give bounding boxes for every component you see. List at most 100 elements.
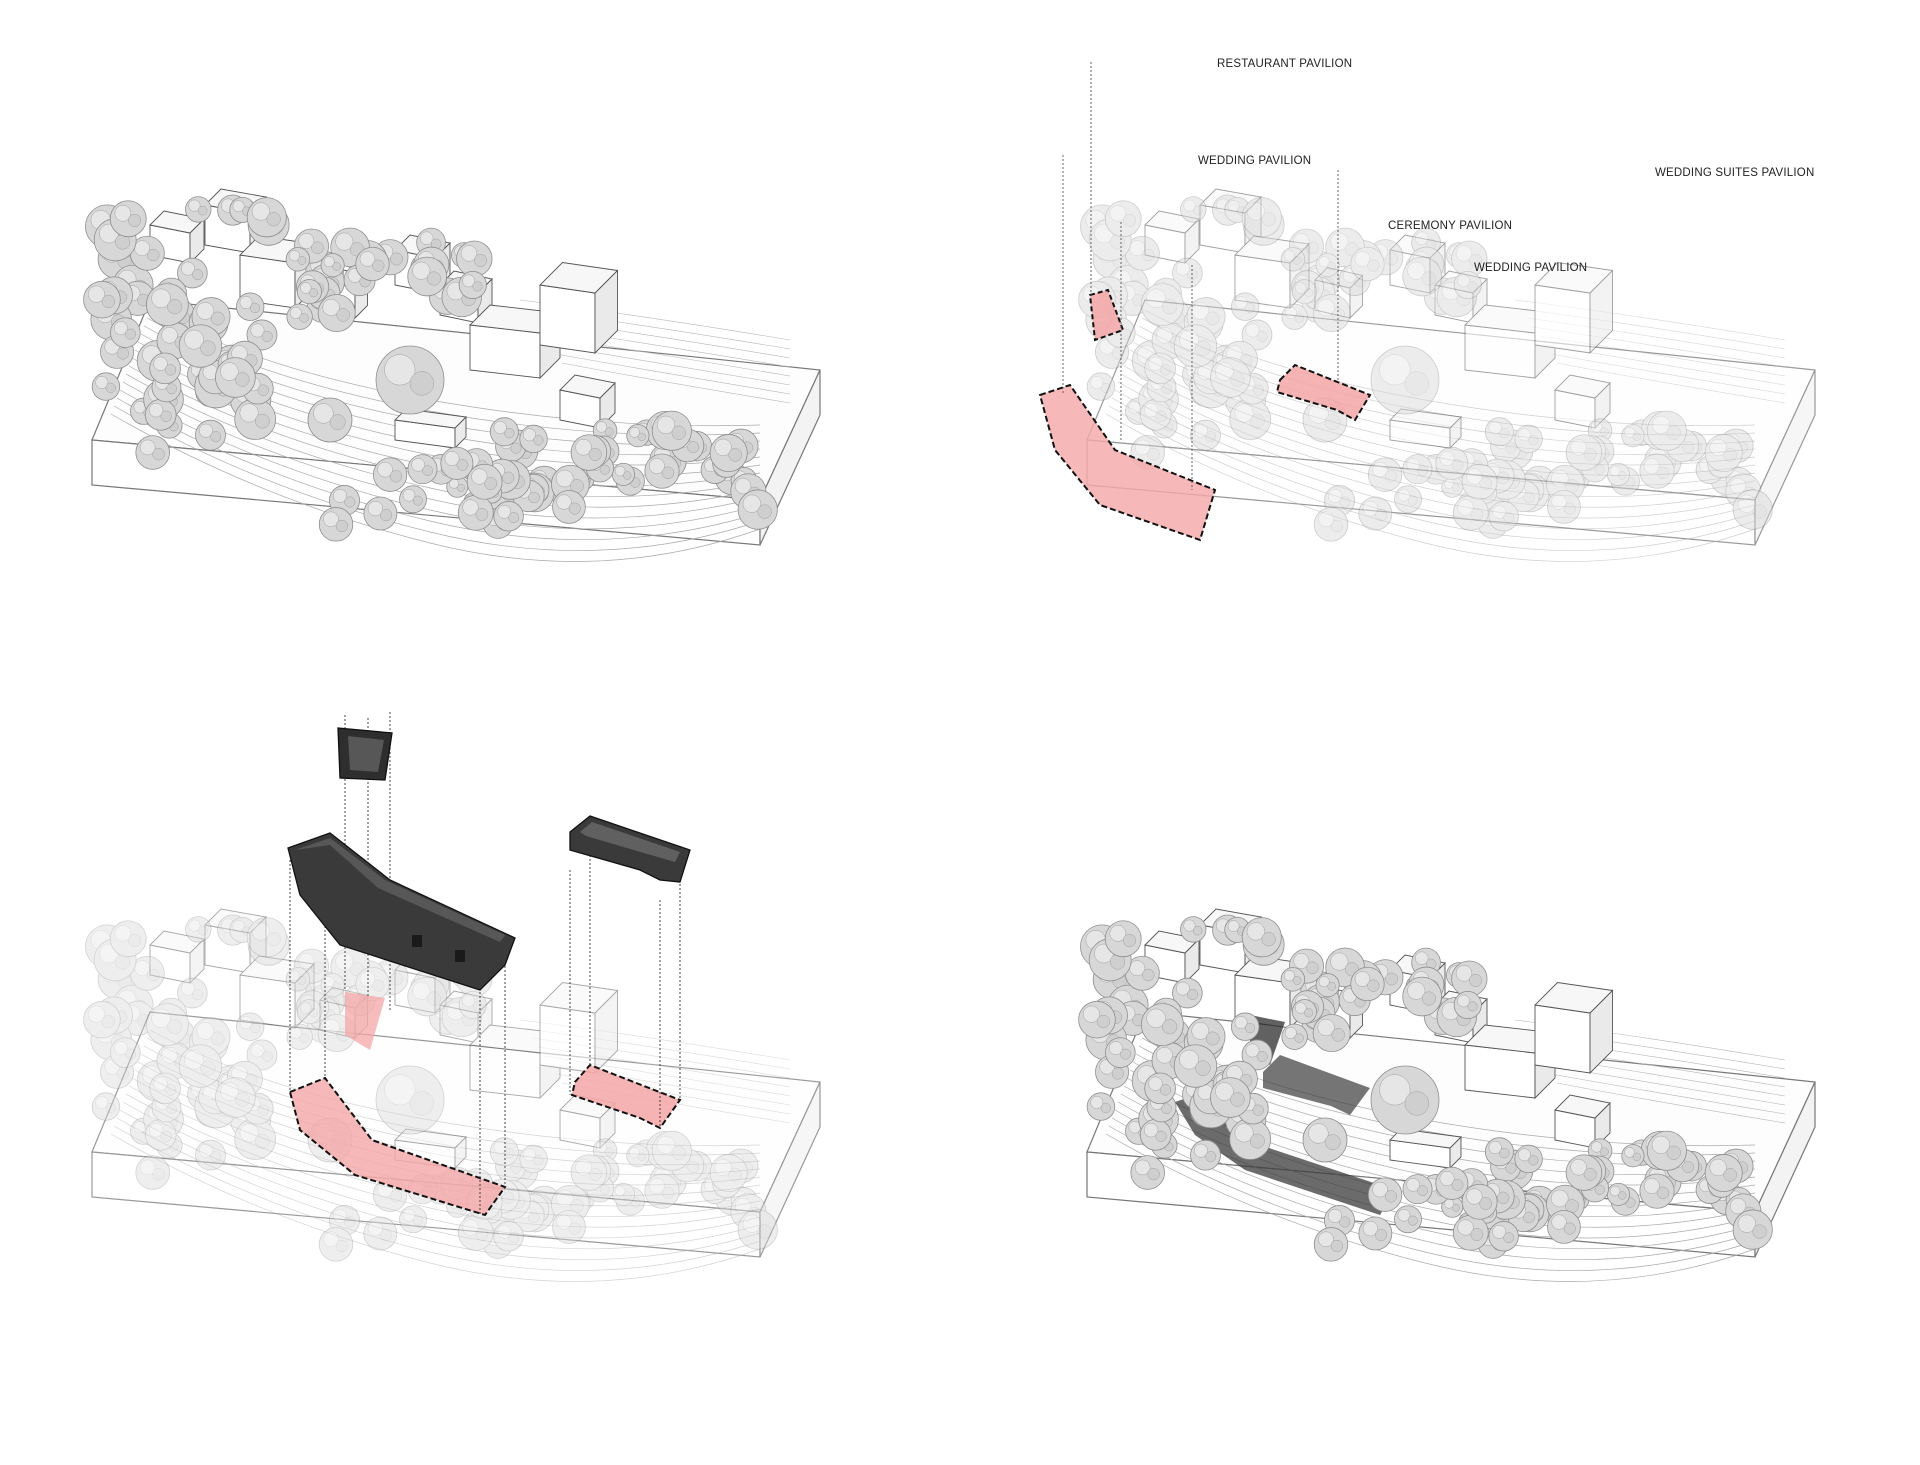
tree-icon	[1107, 264, 1149, 306]
tree-icon	[355, 246, 390, 282]
tree-icon	[129, 955, 165, 991]
tree-icon	[512, 1199, 545, 1233]
tree-icon	[626, 424, 650, 448]
tree-icon	[1302, 1117, 1348, 1163]
tree-icon	[306, 996, 341, 1031]
tree-icon	[709, 1154, 748, 1193]
tree-icon	[1358, 1216, 1393, 1251]
tree-icon	[1124, 235, 1160, 271]
tree-icon	[1153, 297, 1191, 334]
tree-icon	[355, 966, 390, 1002]
tree-icon	[330, 947, 370, 988]
tree-icon	[1451, 240, 1488, 277]
tree-icon	[1150, 277, 1182, 309]
tree-icon	[681, 1151, 712, 1182]
tree-icon	[463, 1211, 485, 1234]
tree-icon	[306, 1010, 339, 1043]
tree-icon	[579, 1169, 610, 1200]
tree-icon	[1300, 251, 1339, 290]
tree-icon	[1315, 253, 1340, 278]
tree-icon	[1140, 283, 1184, 327]
tree-icon	[1484, 417, 1514, 447]
tree-icon	[645, 1130, 685, 1171]
tree-icon	[712, 1169, 741, 1198]
tree-icon	[1139, 398, 1172, 431]
tree-icon	[1206, 344, 1249, 387]
buildings	[1144, 188, 1614, 450]
tree-icon	[1104, 920, 1142, 958]
buildings	[149, 908, 619, 1170]
tree-icon	[198, 1080, 233, 1115]
building-icon	[539, 262, 619, 355]
tree-icon	[329, 1205, 360, 1236]
tree-icon	[1324, 485, 1355, 516]
tree-icon	[1151, 322, 1189, 359]
wedding-pavilion-footprint	[288, 1076, 507, 1217]
tree-icon	[715, 1181, 749, 1216]
tree-icon	[1402, 1174, 1433, 1205]
tree-icon	[419, 985, 447, 1013]
tree-icon	[1312, 1014, 1351, 1052]
tree-icon	[195, 1139, 226, 1171]
building-icon	[1389, 234, 1446, 295]
tree-icon	[375, 345, 445, 415]
tree-icon	[1367, 457, 1403, 492]
tree-icon	[407, 454, 438, 485]
tree-icon	[651, 1130, 692, 1171]
tree-icon	[410, 974, 435, 1000]
tree-icon	[730, 1187, 758, 1214]
tree-icon	[1241, 917, 1282, 958]
tree-icon	[1350, 246, 1385, 282]
tree-icon	[1144, 1072, 1176, 1105]
tree-icon	[234, 398, 277, 440]
tree-icon	[633, 1139, 661, 1166]
tree-icon	[286, 303, 313, 330]
tree-icon	[112, 984, 154, 1026]
tree-icon	[1565, 1154, 1603, 1191]
tree-icon	[1610, 466, 1640, 496]
building-icon	[559, 374, 616, 430]
tree-icon	[93, 938, 137, 982]
tree-icon	[375, 1065, 445, 1135]
tree-icon	[1210, 1077, 1251, 1118]
tree-icon	[576, 1167, 610, 1201]
tree-icon	[1241, 197, 1282, 238]
tree-icon	[1338, 264, 1371, 297]
tree-icon	[187, 1079, 218, 1110]
tree-icon	[466, 463, 503, 500]
tree-icon	[1494, 474, 1524, 503]
tree-icon	[1475, 482, 1498, 504]
tree-icon	[1628, 419, 1656, 446]
trees	[83, 194, 778, 542]
tree-icon	[1621, 424, 1645, 448]
ceremony-pavilion-footprint	[1088, 288, 1125, 342]
tree-icon	[737, 489, 778, 530]
tree-icon	[1190, 1139, 1221, 1171]
tree-icon	[1350, 966, 1385, 1002]
tree-icon	[1301, 276, 1336, 311]
tree-icon	[363, 496, 398, 531]
panel-pavilions-integrated	[1078, 908, 1816, 1282]
tree-icon	[1280, 967, 1306, 992]
tree-icon	[499, 1194, 529, 1223]
tree-icon	[1461, 463, 1498, 500]
tree-icon	[428, 997, 467, 1035]
tree-icon	[1514, 1144, 1543, 1174]
tree-icon	[194, 1084, 238, 1129]
tree-icon	[1452, 1214, 1489, 1251]
building-icon	[539, 982, 619, 1075]
tree-icon	[551, 1184, 590, 1224]
tree-icon	[1441, 1195, 1464, 1218]
tree-icon	[1078, 1000, 1116, 1039]
tree-icon	[236, 1012, 265, 1041]
tree-icon	[135, 435, 170, 470]
tree-icon	[1241, 1039, 1273, 1071]
building-icon	[149, 930, 205, 985]
tree-icon	[293, 948, 329, 984]
site-base	[1086, 299, 1816, 546]
tree-icon	[1455, 448, 1489, 482]
tree-icon	[1229, 1118, 1272, 1160]
tree-icon	[191, 1017, 231, 1057]
tree-icon	[1405, 254, 1430, 280]
tree-icon	[1574, 449, 1605, 480]
